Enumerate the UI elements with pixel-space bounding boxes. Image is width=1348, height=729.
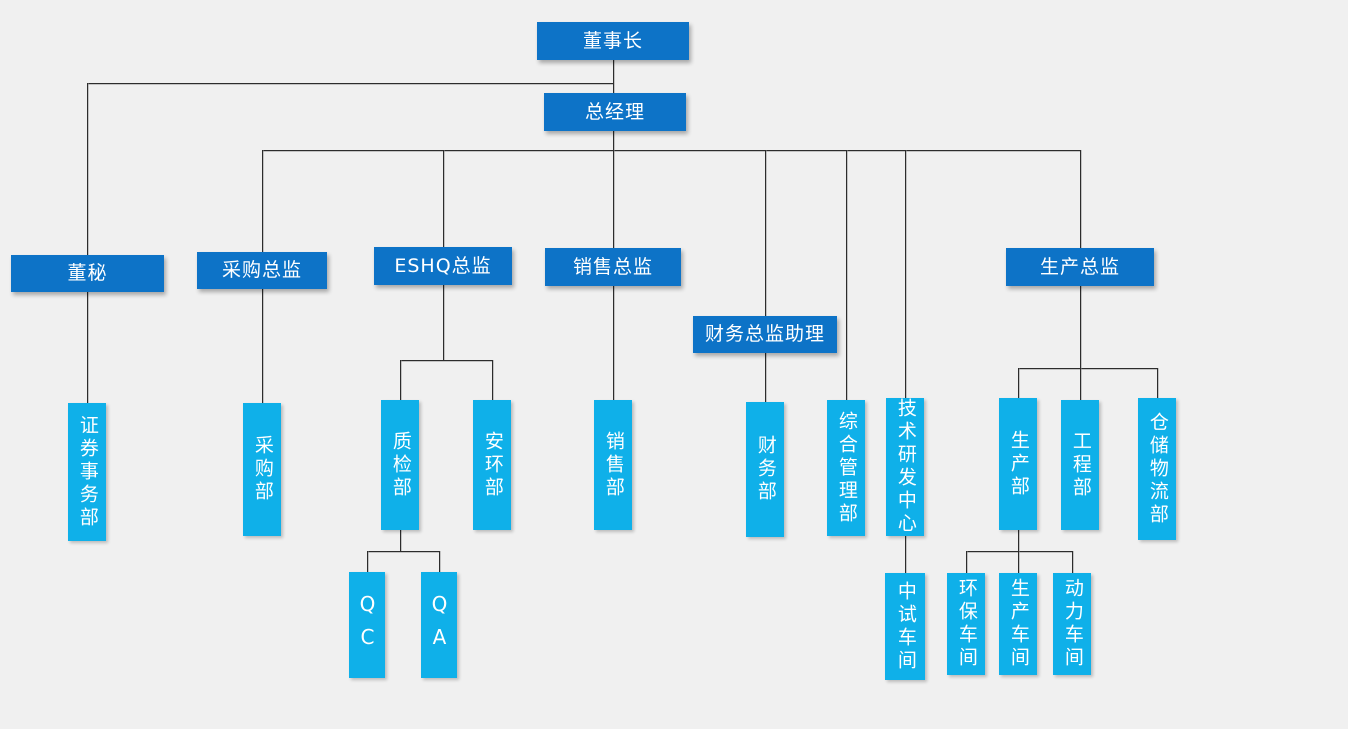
connector-eshq-down (443, 285, 444, 360)
connector-drop-sales-director (613, 150, 614, 248)
node-production-workshop: 生产车间 (999, 573, 1037, 675)
node-tech-rd-center: 技术研发中心 (886, 398, 924, 536)
connector-drop-production-dept (1018, 368, 1019, 398)
connector-proddir-children-h (1018, 368, 1157, 369)
connector-quality-down (400, 530, 401, 551)
connector-eshq-children-h (400, 360, 492, 361)
connector-secretary-securities (87, 292, 88, 403)
connector-salesdir-salesdept (613, 286, 614, 400)
node-eshq-director: ESHQ总监 (374, 247, 512, 285)
connector-procdir-procdept (262, 289, 263, 403)
node-board-secretary: 董秘 (11, 255, 164, 292)
node-safety-env-dept: 安环部 (473, 400, 511, 530)
node-sales-dept: 销售部 (594, 400, 632, 530)
node-procurement-dept: 采购部 (243, 403, 281, 536)
node-qa: QA (421, 572, 457, 678)
node-engineering-dept: 工程部 (1061, 400, 1099, 530)
connector-drop-env-workshop (966, 551, 967, 573)
connector-drop-quality (400, 360, 401, 400)
node-finance-dept: 财务部 (746, 402, 784, 537)
node-procurement-director: 采购总监 (197, 252, 327, 289)
node-securities-affairs-dept: 证券事务部 (68, 403, 106, 541)
connector-drop-procurement-director (262, 150, 263, 252)
connector-drop-qc (367, 551, 368, 572)
connector-drop-engineering (1080, 368, 1081, 400)
connector-drop-general-mgmt (846, 150, 847, 400)
connector-drop-production-workshop (1018, 551, 1019, 573)
node-warehouse-logistics-dept: 仓储物流部 (1138, 398, 1176, 540)
node-pilot-workshop: 中试车间 (885, 573, 925, 680)
connector-chairman-gm (613, 59, 614, 93)
connector-drop-warehouse (1157, 368, 1158, 398)
node-power-workshop: 动力车间 (1053, 573, 1091, 675)
node-general-mgmt-dept: 综合管理部 (827, 400, 865, 536)
connector-drop-tech-rd (905, 150, 906, 398)
node-cfo-assistant: 财务总监助理 (693, 316, 837, 353)
node-production-dept: 生产部 (999, 398, 1037, 530)
node-general-manager: 总经理 (544, 93, 686, 131)
connector-drop-eshq-director (443, 150, 444, 247)
connector-drop-production-director (1080, 150, 1081, 248)
connector-techrd-pilot (905, 536, 906, 573)
connector-proddept-down (1018, 530, 1019, 551)
node-sales-director: 销售总监 (545, 248, 681, 286)
node-quality-inspection-dept: 质检部 (381, 400, 419, 530)
connector-cfoasst-finance (765, 353, 766, 402)
connector-drop-safety-env (492, 360, 493, 400)
connector-drop-qa (439, 551, 440, 572)
connector-drop-power-workshop (1072, 551, 1073, 573)
node-production-director: 生产总监 (1006, 248, 1154, 286)
connector-chairman-secretary-v (87, 83, 88, 255)
connector-proddept-children-h (966, 551, 1072, 552)
node-chairman: 董事长 (537, 22, 689, 60)
node-env-protection-workshop: 环保车间 (947, 573, 985, 675)
connector-chairman-secretary-h (87, 83, 613, 84)
connector-gm-children-h (262, 150, 1080, 151)
connector-drop-cfo-assistant (765, 150, 766, 316)
node-qc: QC (349, 572, 385, 678)
connector-quality-children-h (367, 551, 439, 552)
connector-gm-down (613, 131, 614, 150)
connector-proddir-down (1080, 286, 1081, 368)
